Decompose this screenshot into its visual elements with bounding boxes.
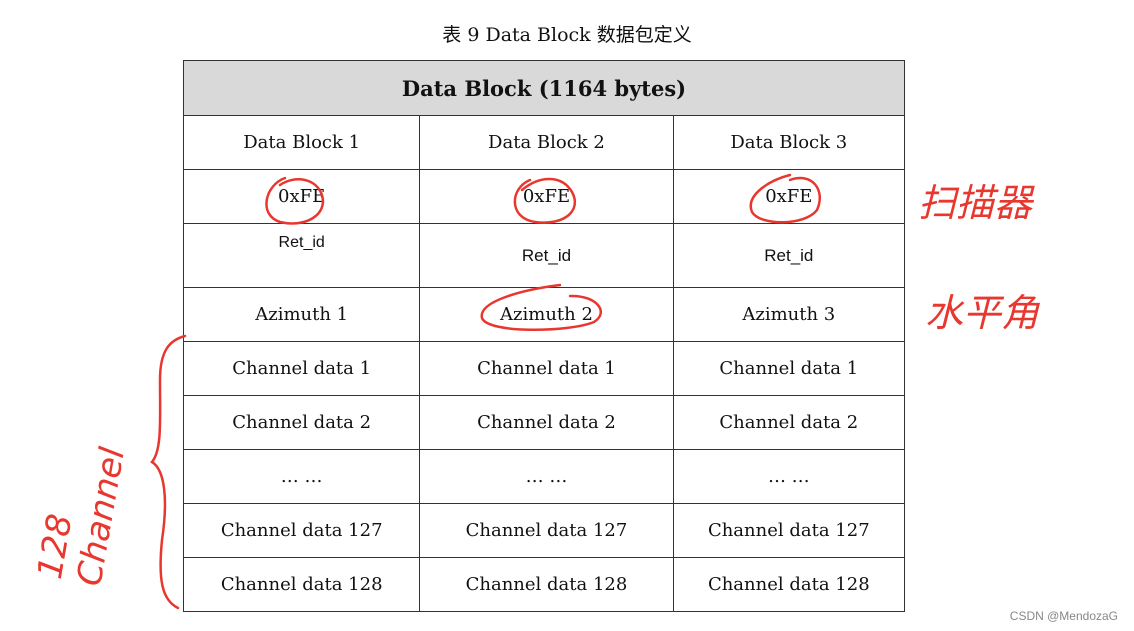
watermark: CSDN @MendozaG: [1009, 609, 1118, 623]
table-cell: Channel data 1: [419, 341, 674, 396]
brace: [150, 334, 187, 610]
handwritten-note-channels: 128 Channel: [30, 444, 134, 589]
table-cell: Ret_id: [419, 223, 674, 288]
table-cell: … …: [419, 449, 674, 504]
table-cell: … …: [182, 449, 421, 504]
table-cell: 0xFE: [419, 169, 674, 224]
table-cell: Channel data 127: [672, 503, 906, 558]
table-cell: Azimuth 3: [672, 287, 906, 342]
table-cell: … …: [672, 449, 906, 504]
table-cell: Channel data 1: [672, 341, 906, 396]
table-cell: Azimuth 1: [182, 287, 421, 342]
table-cell: 0xFE: [672, 169, 906, 224]
handwritten-note-fe: 扫描器: [918, 181, 1033, 225]
table-row: … …… …… …: [182, 449, 906, 504]
table-cell: Channel data 128: [672, 557, 906, 612]
table-cell: Channel data 2: [182, 395, 421, 450]
table-cell: Data Block 2: [419, 115, 674, 170]
table-caption: 表 9 Data Block 数据包定义: [442, 24, 692, 46]
table-cell: Data Block 3: [672, 115, 906, 170]
table-cell: Channel data 2: [672, 395, 906, 450]
table-cell: Channel data 128: [182, 557, 421, 612]
table-cell: Channel data 127: [182, 503, 421, 558]
table-cell: Azimuth 2: [419, 287, 674, 342]
table-cell: Ret_id: [672, 223, 906, 288]
table-cell: Channel data 1: [182, 341, 421, 396]
table-header: Data Block (1164 bytes): [183, 60, 905, 116]
table-cell: Channel data 2: [419, 395, 674, 450]
handwritten-note-azimuth: 水平角: [925, 291, 1040, 335]
table-cell: Channel data 128: [419, 557, 674, 612]
table-cell: 0xFE: [182, 169, 421, 224]
table-cell: Channel data 127: [419, 503, 674, 558]
table-cell: Ret_id: [182, 223, 421, 288]
table-cell: Data Block 1: [182, 115, 421, 170]
